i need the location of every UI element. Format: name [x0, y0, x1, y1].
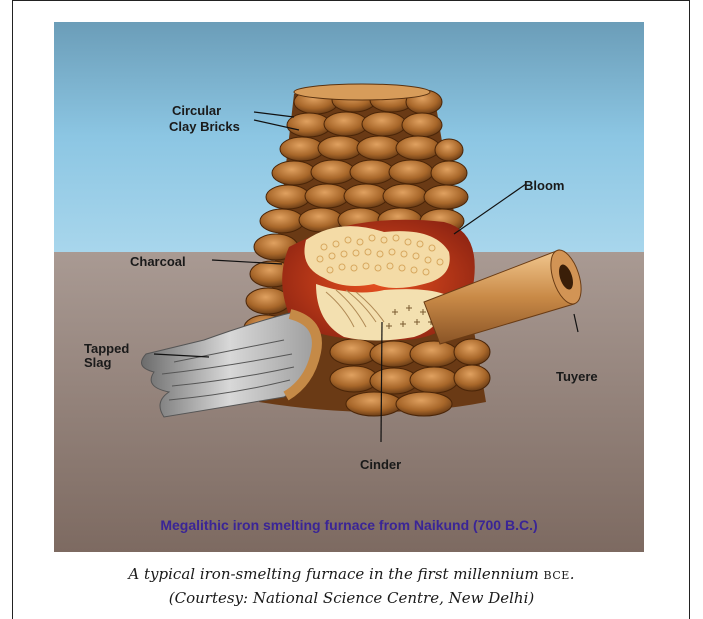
- furnace-figure: Circular Clay Bricks Bloom Charcoal Tapp…: [54, 22, 644, 552]
- frame-right-border: [689, 0, 690, 619]
- caption-line1-end: .: [570, 565, 575, 583]
- caption-line-1: A typical iron-smelting furnace in the f…: [0, 563, 703, 587]
- frame-left-border: [12, 0, 13, 619]
- label-circular-clay-bricks: Circular: [172, 104, 221, 118]
- caption-era: BCE: [544, 569, 570, 582]
- figure-subtitle: Megalithic iron smelting furnace from Na…: [54, 517, 644, 533]
- furnace-illustration: [54, 22, 644, 552]
- label-clay-bricks-line2-wrap: Clay Bricks: [169, 120, 240, 134]
- label-bloom: Bloom: [524, 179, 564, 193]
- caption-line-2: (Courtesy: National Science Centre, New …: [0, 587, 703, 609]
- label-charcoal: Charcoal: [130, 255, 186, 269]
- label-tuyere: Tuyere: [556, 370, 598, 384]
- label-clay-bricks-line2: Clay Bricks: [169, 120, 240, 134]
- caption-line1-text: A typical iron-smelting furnace in the f…: [128, 565, 543, 583]
- label-clay-bricks-line1: Circular: [172, 104, 221, 118]
- label-cinder: Cinder: [360, 458, 401, 472]
- frame-top-border: [12, 0, 690, 1]
- figure-caption: A typical iron-smelting furnace in the f…: [0, 563, 703, 609]
